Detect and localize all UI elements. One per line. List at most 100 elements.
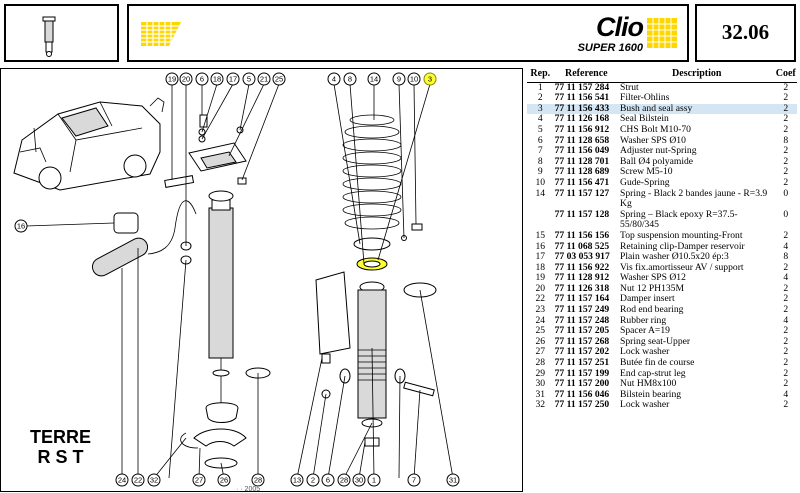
cell-ref: 77 11 156 433 — [553, 103, 620, 115]
cell-rep: 8 — [537, 155, 543, 167]
callout-18: 18 — [210, 72, 224, 86]
cell-desc: Washer SPS Ø12 — [620, 272, 686, 284]
cell-rep: 15 — [535, 229, 546, 241]
cell-ref: 77 11 157 284 — [554, 81, 610, 93]
cell-rep: 5 — [537, 123, 543, 135]
cell-ref: 77 11 157 251 — [554, 357, 610, 369]
cell-ref: 77 11 126 168 — [554, 113, 610, 125]
page-number: 32.06 — [721, 20, 770, 44]
cell-ref: 77 11 157 200 — [554, 378, 610, 390]
cell-coef: 2 — [783, 155, 789, 167]
svg-text:6: 6 — [200, 75, 204, 84]
svg-text:20: 20 — [182, 75, 190, 84]
cell-ref: 77 11 157 205 — [554, 325, 610, 337]
cell-coef: 2 — [774, 103, 797, 115]
callout-6-bottom: 6 — [321, 473, 335, 487]
page-number-box: 32.06 — [695, 4, 796, 62]
callout-25: 25 — [272, 72, 286, 86]
cell-coef: 2 — [783, 92, 789, 104]
cell-desc: Ball Ø4 polyamide — [620, 155, 694, 167]
cell-ref: 77 11 128 689 — [554, 166, 610, 178]
svg-text:14: 14 — [370, 75, 378, 84]
callout-26: 26 — [217, 473, 231, 487]
footer-date: · · 2005 — [236, 486, 261, 493]
cell-desc: Adjuster nut-Spring — [620, 145, 697, 157]
cell-desc: Spacer A=19 — [620, 325, 670, 337]
svg-text:28: 28 — [254, 476, 262, 485]
cell-desc: Gude-Spring — [620, 176, 670, 188]
cell-ref: 77 11 157 249 — [554, 304, 610, 316]
cell-desc: Strut — [620, 81, 639, 93]
cell-coef: 4 — [783, 240, 789, 252]
callout-13: 13 — [290, 473, 304, 487]
ohlins-strut-drawing — [91, 114, 271, 469]
svg-text:17: 17 — [229, 75, 237, 84]
cell-rep: 1 — [537, 81, 543, 93]
cell-rep: 19 — [535, 272, 546, 284]
cell-ref: 77 11 156 049 — [554, 145, 610, 157]
cell-ref: 77 11 128 912 — [554, 272, 610, 284]
callout-28-left: 28 — [251, 473, 265, 487]
callout-2: 2 — [306, 473, 320, 487]
callout-31: 31 — [446, 473, 460, 487]
cell-coef: 2 — [783, 357, 789, 369]
terrain-stamp-line-1: TERRE — [30, 427, 92, 447]
cell-rep: 26 — [535, 335, 546, 347]
svg-text:1: 1 — [372, 476, 376, 485]
exploded-strut-diagram: 19 20 6 18 17 5 21 25 4 8 14 9 10 3 16 2… — [0, 68, 523, 492]
cell-coef: 2 — [783, 261, 789, 273]
cell-coef: 2 — [783, 367, 789, 379]
cell-desc: Butée fin de course — [620, 357, 695, 369]
parts-table-header: Rep. Reference Description Coef — [527, 68, 797, 83]
cell-desc: Spring – Black epoxy R=37.5-55/80/345 — [620, 208, 738, 231]
cell-ref: 77 11 156 922 — [554, 261, 610, 273]
cell-coef: 2 — [783, 81, 789, 93]
col-rep-header: Rep. — [527, 68, 554, 83]
cell-desc: Bilstein bearing — [620, 388, 682, 400]
callout-8: 8 — [343, 72, 357, 86]
brand-name: Clio — [596, 12, 644, 42]
svg-text:19: 19 — [168, 75, 176, 84]
col-desc-header: Description — [619, 68, 775, 83]
cell-rep: 3 — [527, 103, 554, 115]
col-coef-header: Coef — [774, 68, 797, 83]
cell-coef: 2 — [783, 293, 789, 305]
cell-coef: 2 — [783, 176, 789, 188]
cell-desc: Damper insert — [620, 293, 675, 305]
svg-text:22: 22 — [134, 476, 142, 485]
svg-text:28: 28 — [340, 476, 348, 485]
table-row[interactable]: 1 77 11 157 284 Strut 2 — [527, 82, 797, 93]
cell-coef: 8 — [783, 251, 789, 263]
cell-rep: 25 — [535, 325, 546, 337]
cell-desc: Nut 12 PH135M — [620, 282, 684, 294]
callout-3-highlighted[interactable]: 3 — [423, 72, 437, 86]
